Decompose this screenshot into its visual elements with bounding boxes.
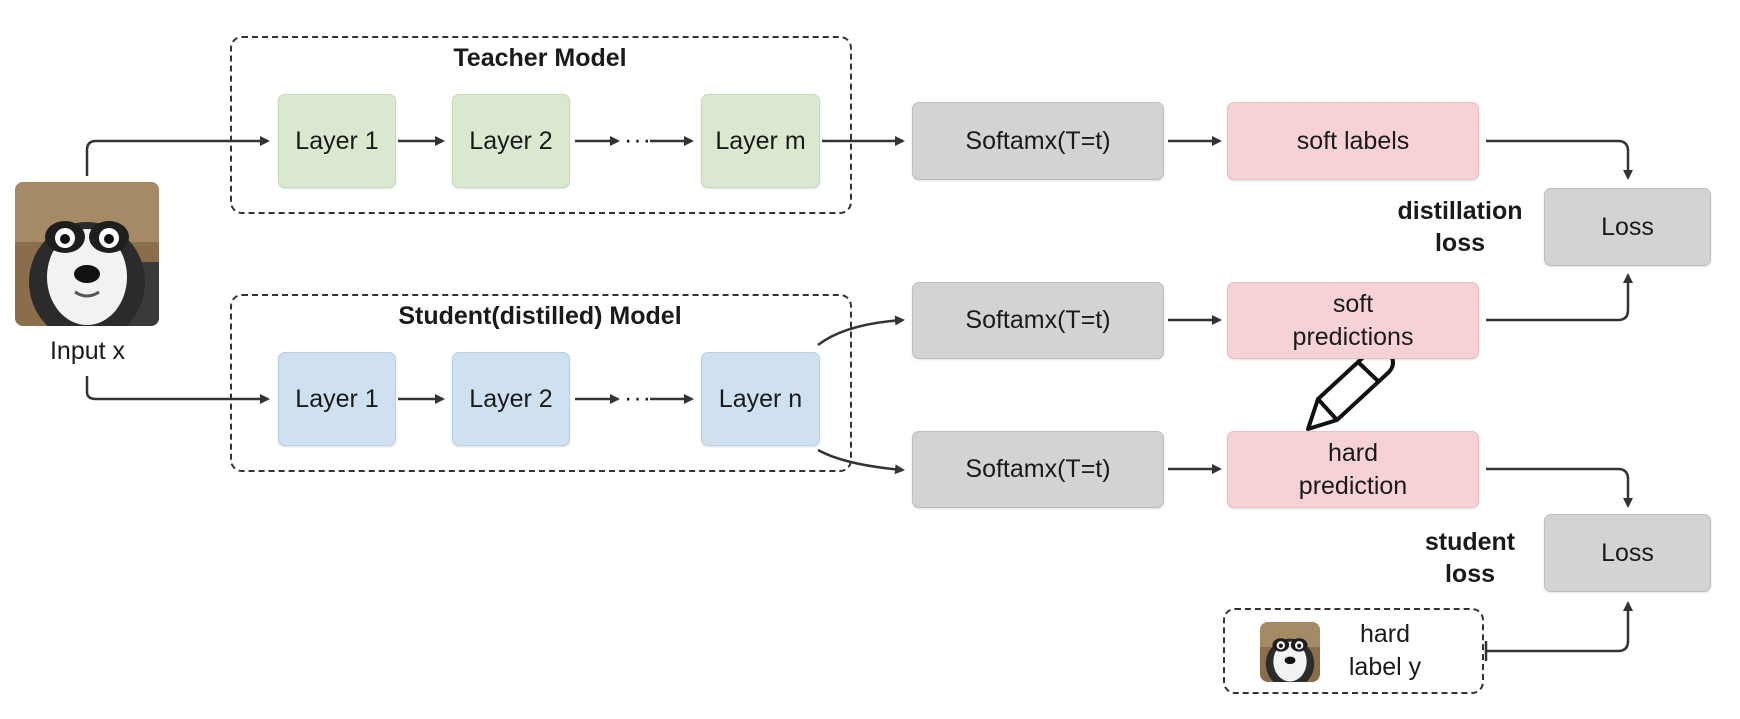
hard-label-line-1: hard bbox=[1359, 620, 1411, 648]
softmax-student-soft: Softamx(T=t) bbox=[912, 282, 1164, 359]
teacher-ellipsis: ··· bbox=[624, 126, 652, 154]
arrow-soft-predictions-loss1 bbox=[1486, 273, 1633, 322]
student-model-container bbox=[230, 294, 852, 472]
hard-prediction-box: hard prediction bbox=[1227, 431, 1479, 508]
soft-predictions-line-1: soft bbox=[1332, 289, 1374, 318]
student-layer-2: Layer 2 bbox=[452, 352, 570, 446]
distillation-loss-label-line-1: distillation bbox=[1397, 197, 1523, 225]
student-loss-label-line-2: loss bbox=[1444, 560, 1496, 588]
distillation-loss-label: distillation loss bbox=[1380, 195, 1540, 259]
student-layer-1: Layer 1 bbox=[278, 352, 396, 446]
softmax-teacher: Softamx(T=t) bbox=[912, 102, 1164, 180]
arrow-sn-softmax-top bbox=[817, 315, 905, 346]
arrow-sn-softmax-bottom bbox=[817, 448, 905, 475]
student-loss-label-line-1: student bbox=[1424, 528, 1516, 556]
teacher-model-container bbox=[230, 36, 852, 214]
arrow-hard-prediction-loss2 bbox=[1486, 467, 1633, 508]
hard-prediction-line-1: hard bbox=[1327, 438, 1379, 467]
teacher-layer-1: Layer 1 bbox=[278, 94, 396, 188]
softmax-student-hard: Softamx(T=t) bbox=[912, 431, 1164, 508]
hard-label-container bbox=[1223, 608, 1484, 694]
input-image bbox=[15, 182, 159, 326]
pencil-icon bbox=[1306, 346, 1395, 431]
student-loss-label: student loss bbox=[1410, 526, 1530, 590]
arrow-soft-labels-loss1 bbox=[1486, 139, 1633, 180]
student-ellipsis: ··· bbox=[624, 384, 652, 412]
teacher-layer-2: Layer 2 bbox=[452, 94, 570, 188]
student-layer-n: Layer n bbox=[701, 352, 820, 446]
student-loss-box: Loss bbox=[1544, 514, 1711, 592]
hard-label-image bbox=[1260, 622, 1320, 682]
teacher-layer-m: Layer m bbox=[701, 94, 820, 188]
arrow-hard-label-loss2 bbox=[1486, 601, 1633, 653]
distillation-loss-box: Loss bbox=[1544, 188, 1711, 266]
hard-label-line-2: label y bbox=[1348, 653, 1422, 681]
soft-labels-box: soft labels bbox=[1227, 102, 1479, 180]
hard-label-text: hard label y bbox=[1330, 618, 1440, 684]
student-model-title: Student(distilled) Model bbox=[398, 302, 682, 330]
teacher-model-title: Teacher Model bbox=[453, 44, 627, 72]
arrow-input-student bbox=[85, 376, 270, 404]
soft-predictions-box: soft predictions bbox=[1227, 282, 1479, 359]
distillation-loss-label-line-2: loss bbox=[1434, 229, 1486, 257]
arrow-input-teacher bbox=[85, 136, 270, 176]
soft-predictions-line-2: predictions bbox=[1292, 322, 1414, 351]
hard-prediction-line-2: prediction bbox=[1298, 471, 1408, 500]
input-label: Input x bbox=[49, 337, 126, 365]
